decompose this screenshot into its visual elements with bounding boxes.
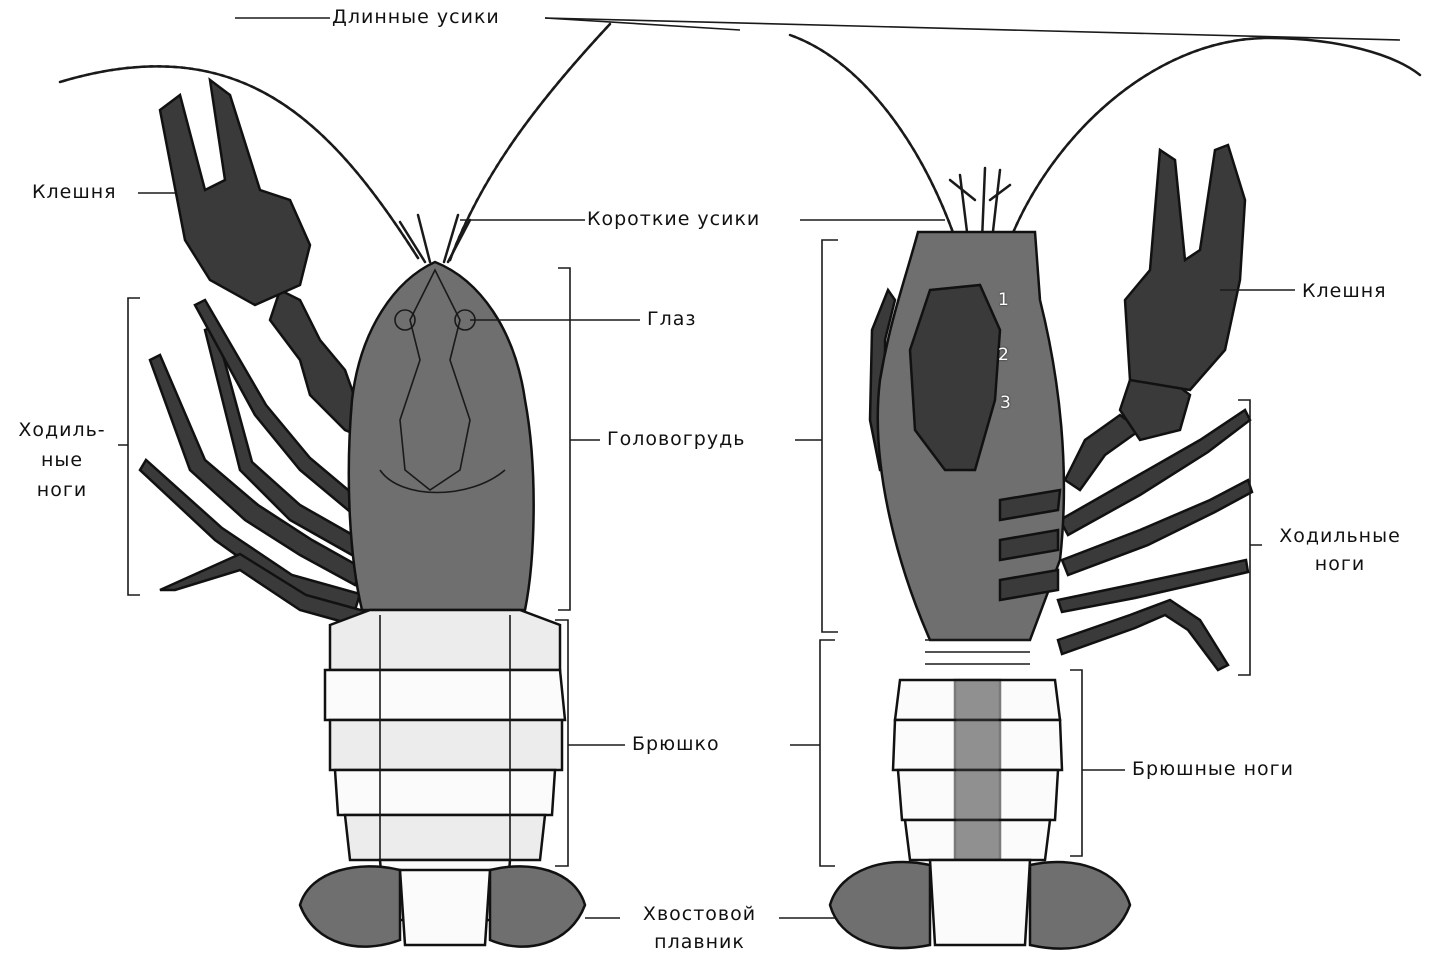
label-tail-fin: Хвостовой плавник: [620, 900, 779, 956]
label-short-antennae: Короткие усики: [585, 208, 762, 231]
label-walking-legs-right-line1: Ходильные: [1270, 522, 1410, 550]
label-cephalothorax: Головогрудь: [605, 428, 747, 451]
label-walking-legs-left: Ходиль- ные ноги: [10, 415, 114, 505]
label-long-antennae: Длинные усики: [330, 6, 502, 29]
left-crayfish: [60, 24, 610, 947]
right-crayfish: [790, 35, 1420, 949]
label-claw-right: Клешня: [1300, 280, 1389, 303]
label-eye: Глаз: [645, 308, 698, 331]
mouthpart-number-2: 2: [998, 345, 1009, 365]
label-walking-legs-right-line2: ноги: [1270, 550, 1410, 578]
label-walking-legs-right: Ходильные ноги: [1268, 522, 1412, 578]
mouthpart-number-3: 3: [1000, 393, 1011, 413]
mouthpart-number-1: 1: [998, 290, 1009, 310]
label-walking-legs-left-line3: ноги: [12, 475, 112, 505]
label-walking-legs-left-line2: ные: [12, 445, 112, 475]
label-walking-legs-left-line1: Ходиль-: [12, 415, 112, 445]
label-tail-fin-line2: плавник: [622, 928, 777, 956]
label-abdomen: Брюшко: [630, 733, 722, 756]
label-claw-left: Клешня: [30, 181, 119, 204]
label-tail-fin-line1: Хвостовой: [622, 900, 777, 928]
label-abdominal-legs: Брюшные ноги: [1130, 758, 1296, 781]
